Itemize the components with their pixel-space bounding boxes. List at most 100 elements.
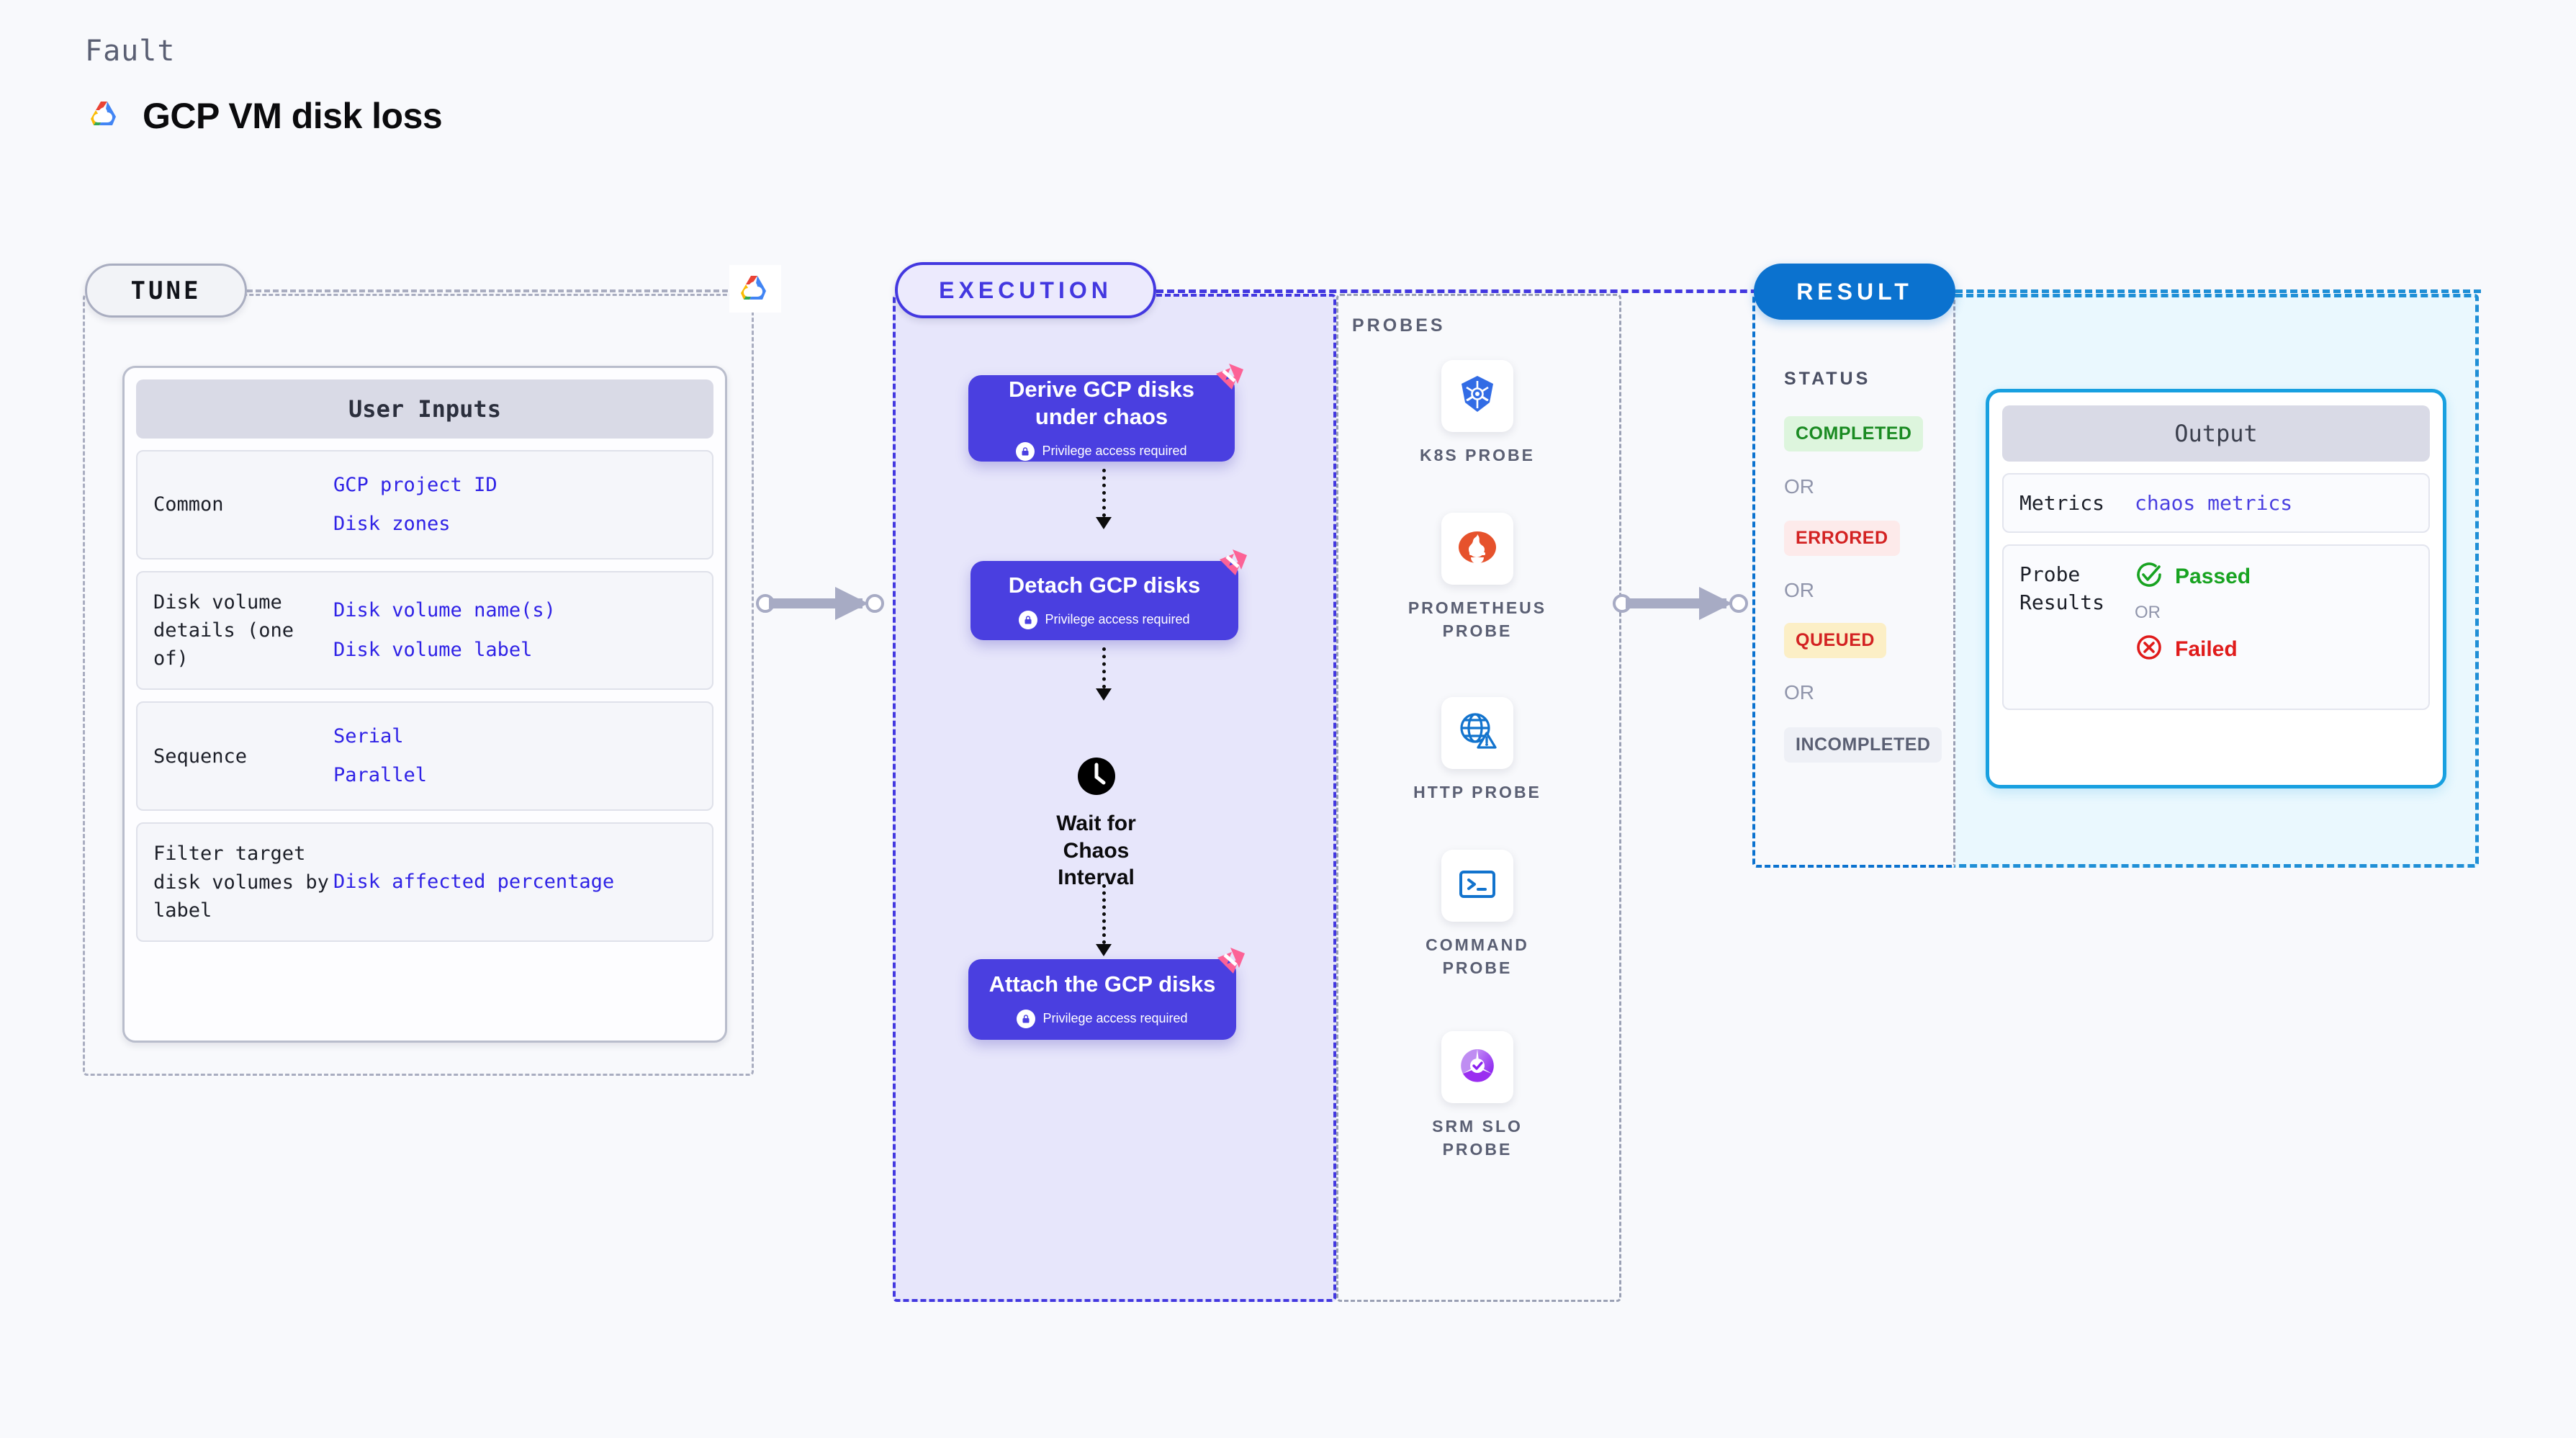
flow-arrow-1 <box>1096 469 1112 529</box>
probe-result-failed-label: Failed <box>2175 637 2238 661</box>
lock-icon <box>1016 441 1035 461</box>
terminal-icon <box>1455 862 1500 910</box>
flow-arrow-3 <box>1096 884 1112 956</box>
clock-icon <box>1076 756 1117 800</box>
kubernetes-icon <box>1455 372 1500 421</box>
probe-result-passed-label: Passed <box>2175 564 2251 588</box>
litmus-chaos-icon <box>1210 359 1248 400</box>
output-row-metrics[interactable]: Metrics chaos metrics <box>2002 473 2430 534</box>
privilege-label: Privilege access required <box>1045 612 1190 627</box>
connector-arrowhead <box>835 587 868 620</box>
result-badge[interactable]: RESULT <box>1754 264 1955 320</box>
flow-arrow-line <box>1102 647 1106 688</box>
probe-result-or-label: OR <box>2135 603 2161 623</box>
status-title: STATUS <box>1784 369 1871 389</box>
tune-cloud-logo-icon <box>729 265 781 313</box>
step-title: Attach the GCP disks <box>988 971 1216 997</box>
input-row-sequence[interactable]: Sequence Serial Parallel <box>136 701 713 812</box>
input-key: Disk volume details (one of) <box>153 591 294 670</box>
probe-label: HTTP PROBE <box>1413 783 1541 801</box>
probe-item-k8s[interactable]: K8S PROBE <box>1405 360 1549 467</box>
input-value[interactable]: Parallel <box>333 764 428 787</box>
privilege-label: Privilege access required <box>1042 444 1187 459</box>
probe-result-passed: Passed <box>2135 560 2251 593</box>
privilege-label: Privilege access required <box>1042 1011 1188 1026</box>
probe-item-srm-slo[interactable]: SRM SLO PROBE <box>1405 1031 1549 1161</box>
step-card-attach-gcp-disks[interactable]: Attach the GCP disks Privilege access re… <box>968 948 1245 1040</box>
status-badge-errored[interactable]: ERRORED <box>1784 521 1900 556</box>
input-key: Common <box>153 493 224 516</box>
privilege-notice: Privilege access required <box>1017 1009 1188 1028</box>
step-card-detach-gcp-disks[interactable]: Detach GCP disks Privilege access requir… <box>970 549 1247 640</box>
probe-item-http[interactable]: HTTP PROBE <box>1405 697 1549 804</box>
litmus-chaos-icon <box>1212 943 1249 984</box>
input-value[interactable]: Disk volume label <box>333 638 533 661</box>
probe-result-failed: Failed <box>2135 633 2251 665</box>
fault-kicker: Fault <box>85 35 176 68</box>
user-inputs-title: User Inputs <box>136 379 713 439</box>
input-value[interactable]: Disk volume name(s) <box>333 599 556 622</box>
execution-badge[interactable]: EXECUTION <box>895 262 1156 318</box>
input-value[interactable]: Disk affected percentage <box>333 870 615 893</box>
probe-icon-tile <box>1441 850 1513 922</box>
probe-icon-tile <box>1441 513 1513 585</box>
status-or-label: OR <box>1784 579 1814 601</box>
probe-item-command[interactable]: COMMAND PROBE <box>1405 850 1549 979</box>
lock-icon <box>1019 610 1038 629</box>
output-card: Output Metrics chaos metrics Probe Resul… <box>1986 389 2446 788</box>
probe-label: PROMETHEUS PROBE <box>1408 598 1547 641</box>
input-row-filter-target[interactable]: Filter target disk volumes by label Disk… <box>136 822 713 942</box>
connector-end-dot <box>865 594 884 613</box>
tune-top-dashed-link <box>247 289 737 292</box>
tune-badge[interactable]: TUNE <box>85 264 247 318</box>
status-or-label: OR <box>1784 475 1814 498</box>
flow-arrow-2 <box>1096 647 1112 701</box>
step-card-derive-gcp-disks[interactable]: Derive GCP disks under chaos Privilege a… <box>968 364 1243 462</box>
output-value-metrics[interactable]: chaos metrics <box>2135 491 2293 516</box>
title-row: GCP VM disk loss <box>85 95 443 137</box>
step-title: Detach GCP disks <box>1008 572 1201 598</box>
output-row-probe-results[interactable]: Probe Results Passed OR <box>2002 544 2430 711</box>
probe-label: COMMAND PROBE <box>1426 935 1529 978</box>
wait-for-chaos-interval-node: Wait for Chaos Interval <box>1033 756 1159 891</box>
step-title: Derive GCP disks under chaos <box>1009 377 1194 429</box>
connector-end-dot <box>1729 594 1748 613</box>
input-row-disk-volume-details[interactable]: Disk volume details (one of) Disk volume… <box>136 571 713 691</box>
gcp-logo-icon <box>85 98 125 135</box>
input-value[interactable]: GCP project ID <box>333 473 497 496</box>
flow-arrow-head <box>1096 944 1112 956</box>
output-key: Metrics <box>2019 491 2105 515</box>
status-badge-queued[interactable]: QUEUED <box>1784 623 1886 658</box>
http-globe-warning-icon <box>1455 709 1500 758</box>
status-badge-completed[interactable]: COMPLETED <box>1784 416 1924 451</box>
input-key: Filter target disk volumes by label <box>153 842 329 922</box>
execution-top-dashed-link <box>1156 289 1888 293</box>
connector-execution-to-result <box>1613 587 1757 620</box>
execution-region <box>893 294 1336 1302</box>
litmus-chaos-icon <box>1214 545 1251 586</box>
page-title: GCP VM disk loss <box>143 96 443 136</box>
probes-region <box>1336 294 1621 1302</box>
connector-arrowhead <box>1699 587 1732 620</box>
probe-label: K8S PROBE <box>1420 446 1535 464</box>
lock-icon <box>1017 1009 1036 1028</box>
result-top-dashed-link <box>1955 289 2481 293</box>
privilege-notice: Privilege access required <box>1019 610 1190 629</box>
probe-item-prometheus[interactable]: PROMETHEUS PROBE <box>1405 513 1549 642</box>
status-badge-incompleted[interactable]: INCOMPLETED <box>1784 727 1942 763</box>
tune-region <box>83 294 754 1076</box>
check-circle-icon <box>2135 560 2163 593</box>
output-key: Probe Results <box>2019 562 2105 615</box>
privilege-notice: Privilege access required <box>1016 441 1187 461</box>
input-value[interactable]: Serial <box>333 724 404 747</box>
flow-arrow-head <box>1096 688 1112 701</box>
user-inputs-card: User Inputs Common GCP project ID Disk z… <box>122 366 727 1043</box>
flow-arrow-line <box>1102 884 1106 944</box>
input-value[interactable]: Disk zones <box>333 513 451 535</box>
srm-slo-icon <box>1455 1043 1500 1092</box>
flow-arrow-line <box>1102 469 1106 517</box>
input-row-common[interactable]: Common GCP project ID Disk zones <box>136 450 713 560</box>
probe-icon-tile <box>1441 1031 1513 1103</box>
probe-icon-tile <box>1441 697 1513 769</box>
flow-arrow-head <box>1096 517 1112 529</box>
